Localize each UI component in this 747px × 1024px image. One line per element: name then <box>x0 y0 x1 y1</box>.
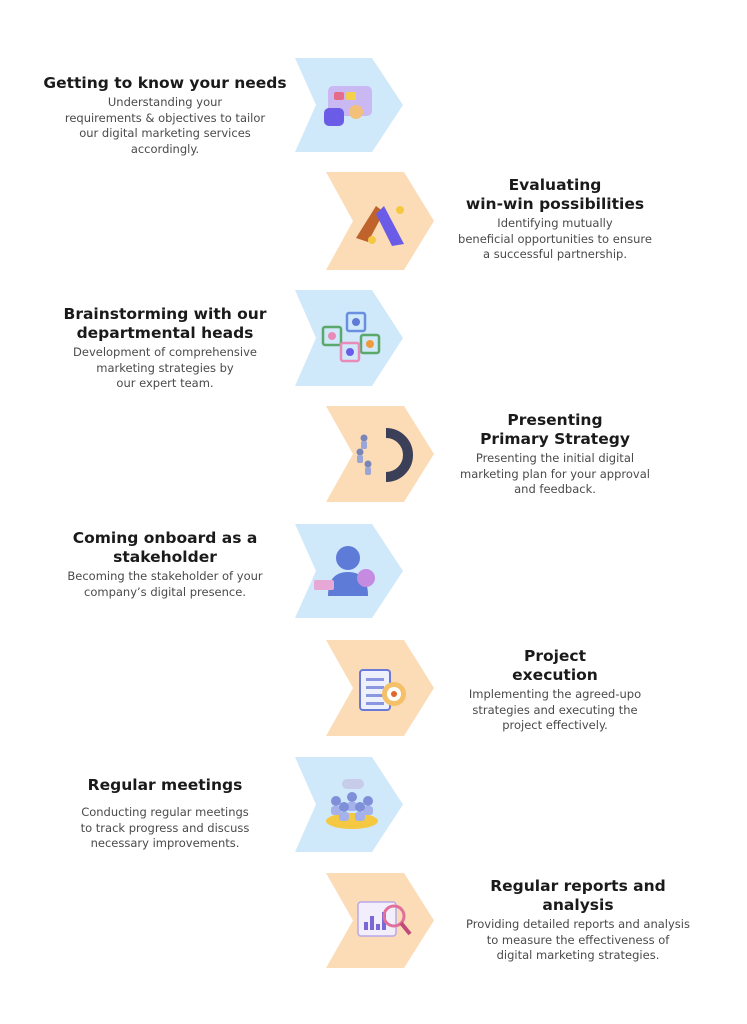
step-5-chevron <box>295 524 403 618</box>
step-7-title: Regular meetings <box>87 776 243 794</box>
person-avatar-icon <box>314 546 375 596</box>
step-8-description: Providing detailed reports and analysis … <box>466 917 690 962</box>
step-3-text: Brainstorming with our departmental head… <box>40 305 290 392</box>
high-five-hands-icon <box>356 206 404 246</box>
step-6-description: Implementing the agreed-upo strategies a… <box>468 687 642 732</box>
step-4-title: Presenting Primary Strategy <box>480 411 630 448</box>
step-8-title: Regular reports and analysis <box>490 877 666 914</box>
step-6-title: Project execution <box>512 647 598 684</box>
step-2-title: Evaluating win-win possibilities <box>465 176 645 213</box>
team-network-icon <box>321 311 381 363</box>
magnet-people-icon <box>356 428 413 482</box>
meeting-group-icon <box>326 779 378 829</box>
step-1-description: Understanding your requirements & object… <box>64 95 266 156</box>
report-magnifier-icon <box>357 901 412 937</box>
step-3-description: Development of comprehensive marketing s… <box>73 345 257 390</box>
step-1-title: Getting to know your needs <box>43 74 287 92</box>
step-5-title: Coming onboard as a stakeholder <box>72 529 258 566</box>
step-4-description: Presenting the initial digital marketing… <box>460 451 650 496</box>
step-5-description: Becoming the stakeholder of your company… <box>67 569 263 599</box>
step-3-title: Brainstorming with our departmental head… <box>63 305 267 342</box>
step-3-chevron <box>295 290 403 386</box>
checklist-target-icon <box>359 669 406 711</box>
step-7-description: Conducting regular meetings to track pro… <box>80 805 250 850</box>
tablet-with-hand-icon <box>324 86 372 126</box>
step-2-description: Identifying mutually beneficial opportun… <box>458 216 652 261</box>
step-4-chevron <box>326 406 434 502</box>
